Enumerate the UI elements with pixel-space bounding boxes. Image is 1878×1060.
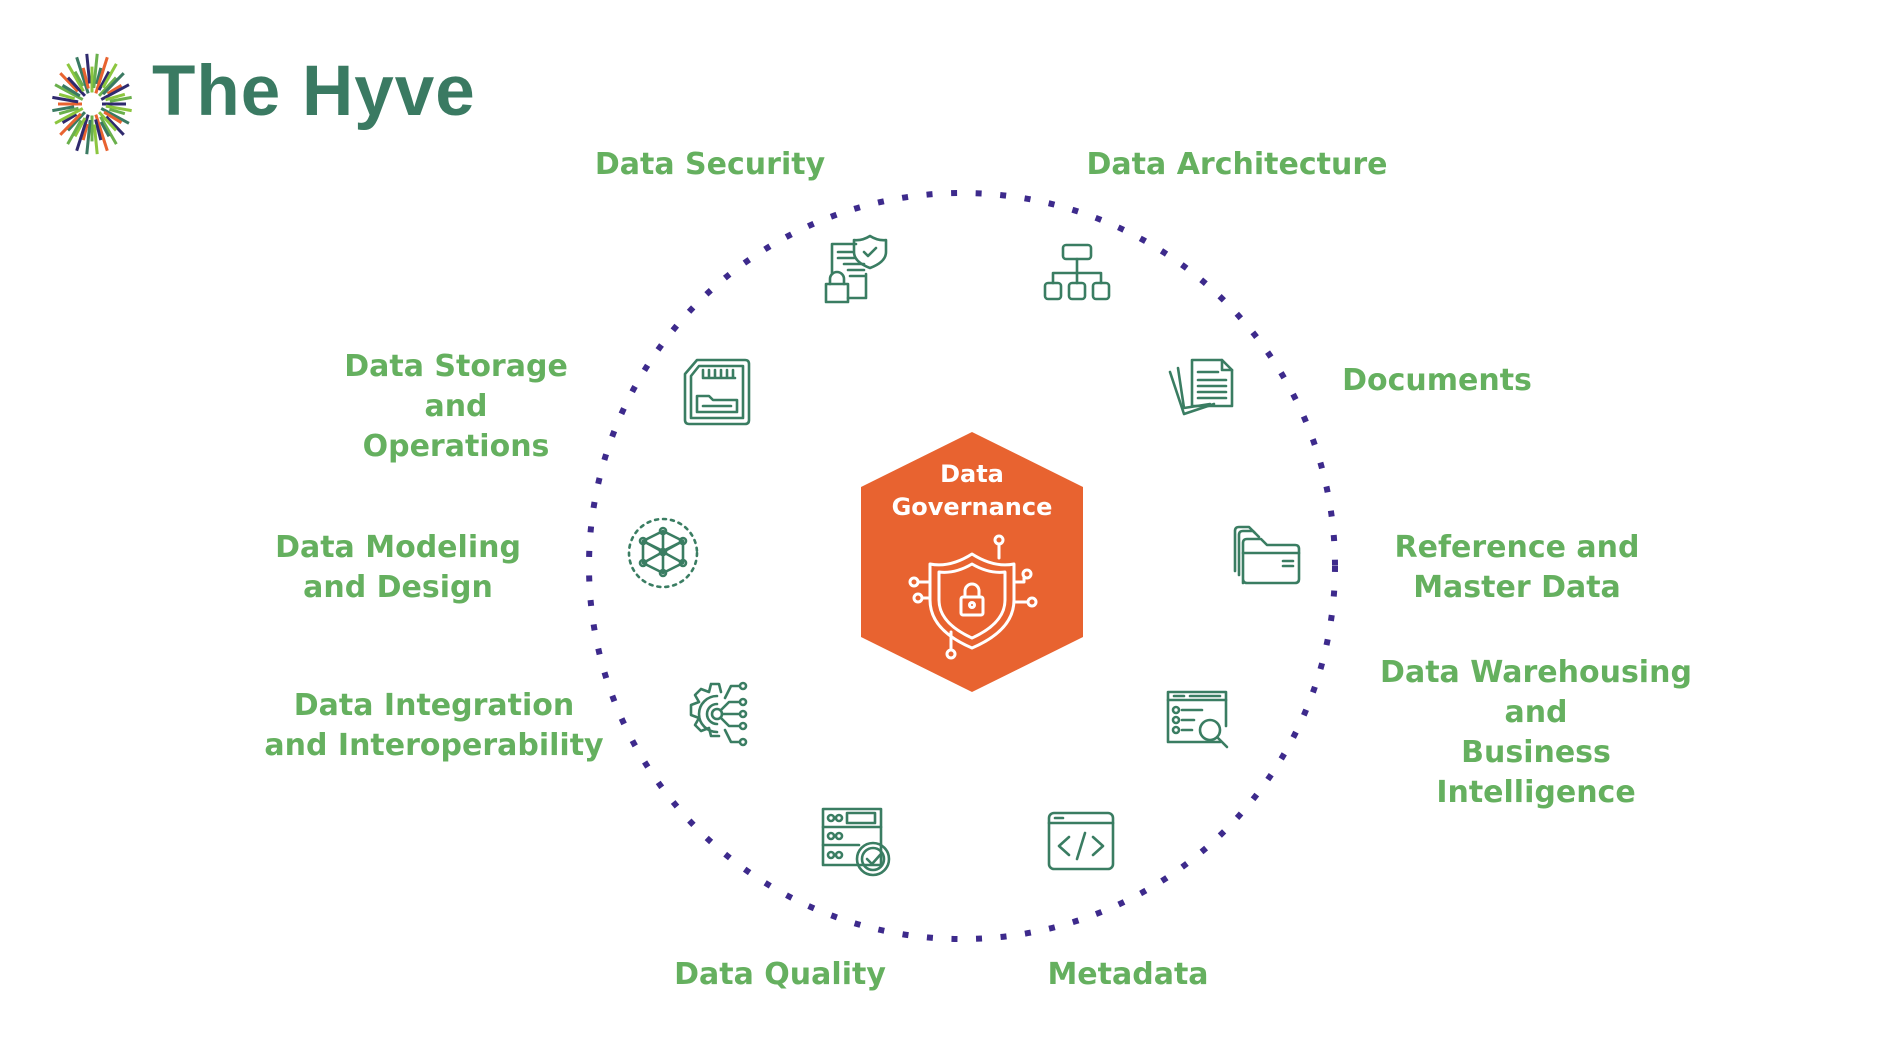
logo-ray [73,117,87,138]
logo-ray [99,116,118,145]
logo-ray [94,56,109,94]
logo-ray [81,67,90,89]
logo-ray [105,92,126,102]
logo-ray [92,124,99,155]
label-documents: Documents [1342,363,1532,398]
hierarchy-icon [1041,237,1113,309]
logo-ray [85,119,92,155]
logo-ray [75,56,90,94]
logo-ray [59,72,79,93]
logo-ray [94,119,103,141]
folders-icon [1231,521,1303,593]
label-data-quality: Data Quality [674,957,886,992]
logo-ray [97,76,118,97]
label-data-warehousing-bi: Data Warehousing and Business Intelligen… [1380,655,1692,810]
logo-ray [54,107,84,125]
logo-ray [66,119,83,145]
logo-ray [105,104,132,113]
label-data-security: Data Security [594,147,826,182]
logo-ray [59,112,82,136]
logo-ray [95,67,103,85]
cube-network-icon [627,517,699,589]
logo-ray [106,84,123,95]
logo-ray [97,70,111,91]
logo-ray [58,106,79,116]
logo-ray [66,111,87,132]
label-reference-master-data: Reference and Master Data [1394,530,1640,605]
logo-ray [66,76,87,97]
data-governance-hexagon [861,432,1083,692]
logo-ray [61,113,78,124]
brand-name: The Hyve [152,52,476,131]
label-data-storage: Data Storage and Operations [344,349,568,464]
logo-ray [61,84,81,98]
shield-lock-circuit-icon [908,534,1038,660]
browser-search-icon [1164,686,1236,758]
gear-circuit-icon [681,678,753,750]
logo-ray [92,53,99,89]
label-data-integration: Data Integration and Interoperability [264,688,604,763]
logo-ray [66,63,85,92]
server-check-icon [819,805,891,877]
logo-ray [100,83,130,101]
logo-ray [73,70,85,87]
logo-ray [94,114,109,152]
logo-ray [99,121,111,138]
logo-ray [100,107,130,125]
logo-ray [81,123,89,141]
documents-icon [1166,350,1238,422]
logo-ray [54,83,84,101]
logo-ray [97,111,118,132]
logo-ray [52,95,79,104]
logo-ray [75,114,90,152]
code-window-icon [1045,805,1117,877]
logo-ray [108,107,126,116]
logo-ray [85,53,92,84]
label-data-modeling: Data Modeling and Design [275,530,521,605]
logo-ray [52,105,75,113]
data-governance-title: Data Governance [891,460,1053,521]
the-hyve-logo-icon [52,53,132,155]
label-metadata: Metadata [1047,957,1209,992]
security-document-icon [820,234,892,306]
logo-ray [102,72,125,96]
label-data-architecture: Data Architecture [1086,147,1388,182]
logo-ray [58,92,76,101]
logo-ray [103,110,123,124]
logo-ray [101,63,118,89]
sd-card-icon [681,356,753,428]
logo-ray [105,115,125,136]
logo-ray [109,95,132,103]
